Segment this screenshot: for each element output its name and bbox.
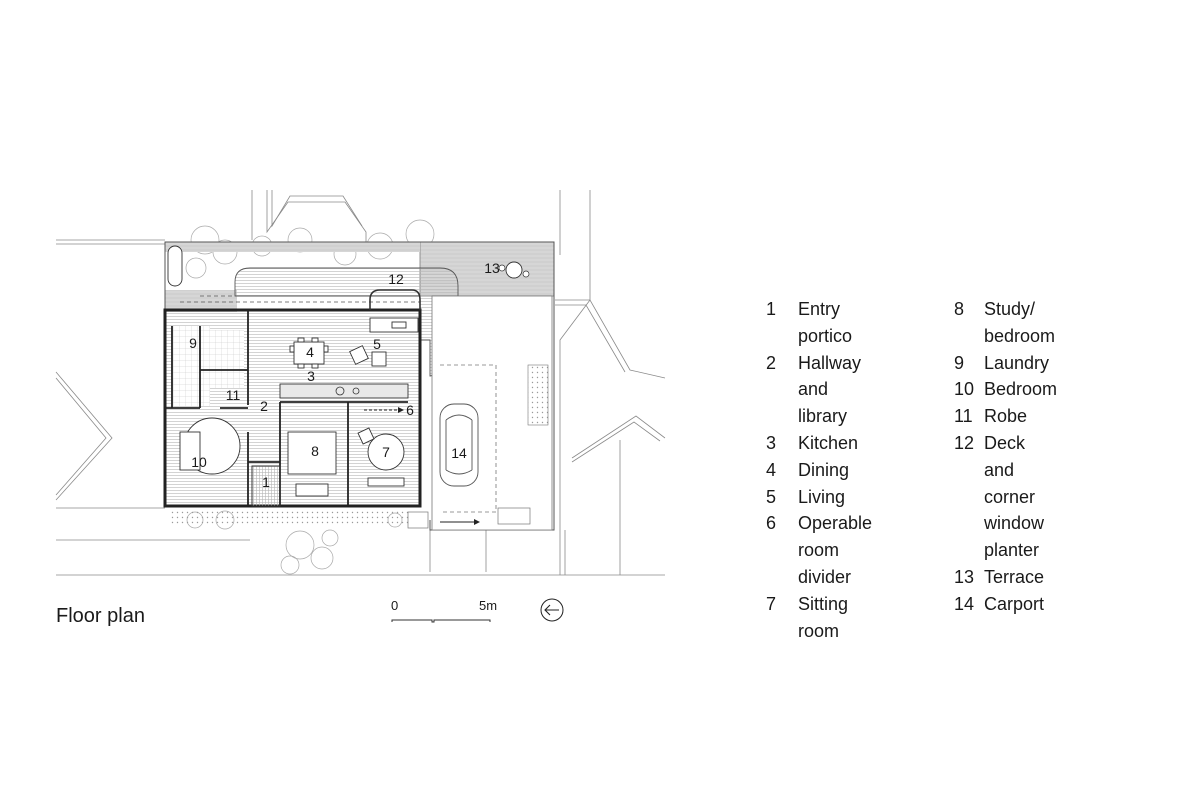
legend-number: 11 (954, 406, 973, 427)
legend-number: 3 (766, 432, 777, 453)
terrace-table (505, 261, 523, 279)
legend-column-1: 1 Entry portico 2 Hallway and library 3 … (766, 296, 872, 644)
scale-bar (391, 619, 491, 623)
study-desk (295, 483, 329, 497)
front-step (407, 511, 429, 529)
legend-number: 9 (954, 352, 965, 373)
plan-label-5: 5 (373, 336, 381, 352)
plan-label-13: 13 (484, 260, 500, 276)
driveway-arrowhead (474, 519, 480, 525)
plan-label-6: 6 (406, 402, 414, 418)
terrace-chair-b (522, 270, 530, 278)
study-bed (287, 431, 337, 475)
carport-roof-line (440, 364, 497, 513)
legend-item: 8 Study/ bedroom (954, 296, 1057, 350)
legend-text: Entry portico (798, 299, 853, 346)
legend-item: 5 Living (766, 484, 872, 511)
legend-column-2: 8 Study/ bedroom 9 Laundry 10 Bedroom 11… (954, 296, 1057, 618)
legend-text: Laundry (984, 352, 1050, 373)
sitting-room-chair (357, 427, 375, 445)
scale-label-five: 5m (479, 598, 498, 613)
bedroom-bed (179, 431, 201, 471)
legend-number: 2 (766, 352, 777, 373)
legend-text: Hallway and (798, 352, 862, 400)
car-outline (439, 403, 479, 487)
terrace-chair-a (498, 264, 506, 272)
legend-item: 12 Deck and corner window planter (954, 430, 1057, 564)
legend-number: 6 (766, 513, 777, 534)
legend-text: Carport (984, 593, 1045, 614)
legend-item: 6 Operable room divider (766, 510, 872, 590)
legend-text: Bedroom (984, 379, 1058, 400)
legend-text: Study/ (984, 299, 1036, 319)
legend-text: Living (798, 486, 846, 507)
legend-number: 7 (766, 593, 777, 614)
legend-text: Kitchen (798, 432, 859, 453)
legend-number: 5 (766, 486, 777, 507)
legend-text: room divider (798, 540, 852, 587)
front-garden (170, 510, 410, 524)
entry-portico (251, 465, 281, 507)
legend-number: 12 (954, 432, 975, 453)
legend-item: 11 Robe (954, 403, 1057, 430)
plan-label-3: 3 (307, 368, 315, 384)
living-furniture (349, 317, 419, 367)
legend-item: 7 Sitting room (766, 591, 872, 645)
legend-item: 3 Kitchen (766, 430, 872, 457)
bathroom-floor (200, 330, 244, 388)
legend-text: library (798, 406, 848, 427)
sitting-room-bench (367, 477, 405, 487)
west-path (165, 290, 237, 312)
site-boundary (164, 241, 555, 531)
legend-item: 10 Bedroom (954, 376, 1057, 403)
legend-item: 2 Hallway and library (766, 350, 872, 430)
legend-number: 13 (954, 566, 975, 587)
plan-label-10: 10 (191, 454, 207, 470)
legend-text: Terrace (984, 566, 1045, 587)
plan-label-8: 8 (311, 443, 319, 459)
legend-number: 10 (954, 379, 975, 400)
dining-furniture (289, 337, 329, 369)
legend-item: 14 Carport (954, 591, 1057, 618)
plan-title: Floor plan (56, 605, 145, 627)
divider-arrowhead (398, 407, 404, 413)
legend-item: 1 Entry portico (766, 296, 872, 350)
legend-text: Operable (798, 513, 873, 534)
plan-label-9: 9 (189, 335, 197, 351)
sitting-room-rug (367, 433, 405, 471)
legend-text: Deck and corner (984, 432, 1036, 507)
carport-bin (497, 507, 531, 525)
legend-text: window planter (984, 513, 1045, 561)
legend-number: 4 (766, 459, 777, 480)
legend-text: bedroom (984, 325, 1056, 346)
plan-label-1: 1 (262, 474, 270, 490)
legend-item: 9 Laundry (954, 350, 1057, 377)
north-arrow-icon (544, 604, 559, 616)
garden-strip-top (165, 242, 420, 252)
legend-item: 13 Terrace (954, 564, 1057, 591)
legend-text: Robe (984, 406, 1028, 427)
kitchen-sink (335, 386, 345, 396)
plan-label-7: 7 (382, 444, 390, 460)
context-lines (55, 190, 666, 576)
scale-label-zero: 0 (391, 598, 399, 613)
plan-label-4: 4 (306, 344, 314, 360)
water-tank (167, 245, 183, 287)
plan-label-11: 11 (225, 387, 241, 403)
legend-text: Dining (798, 459, 850, 480)
plan-label-12: 12 (388, 271, 404, 287)
legend-number: 1 (766, 299, 777, 319)
carport-drain (527, 364, 549, 426)
plan-label-2: 2 (260, 398, 268, 414)
legend-number: 8 (954, 299, 965, 319)
legend-text: Sitting room (798, 593, 849, 641)
legend-number: 14 (954, 593, 975, 614)
kitchen-cooktop (352, 387, 360, 395)
legend-item: 4 Dining (766, 457, 872, 484)
corner-planter (369, 289, 421, 310)
plan-label-14: 14 (451, 445, 467, 461)
